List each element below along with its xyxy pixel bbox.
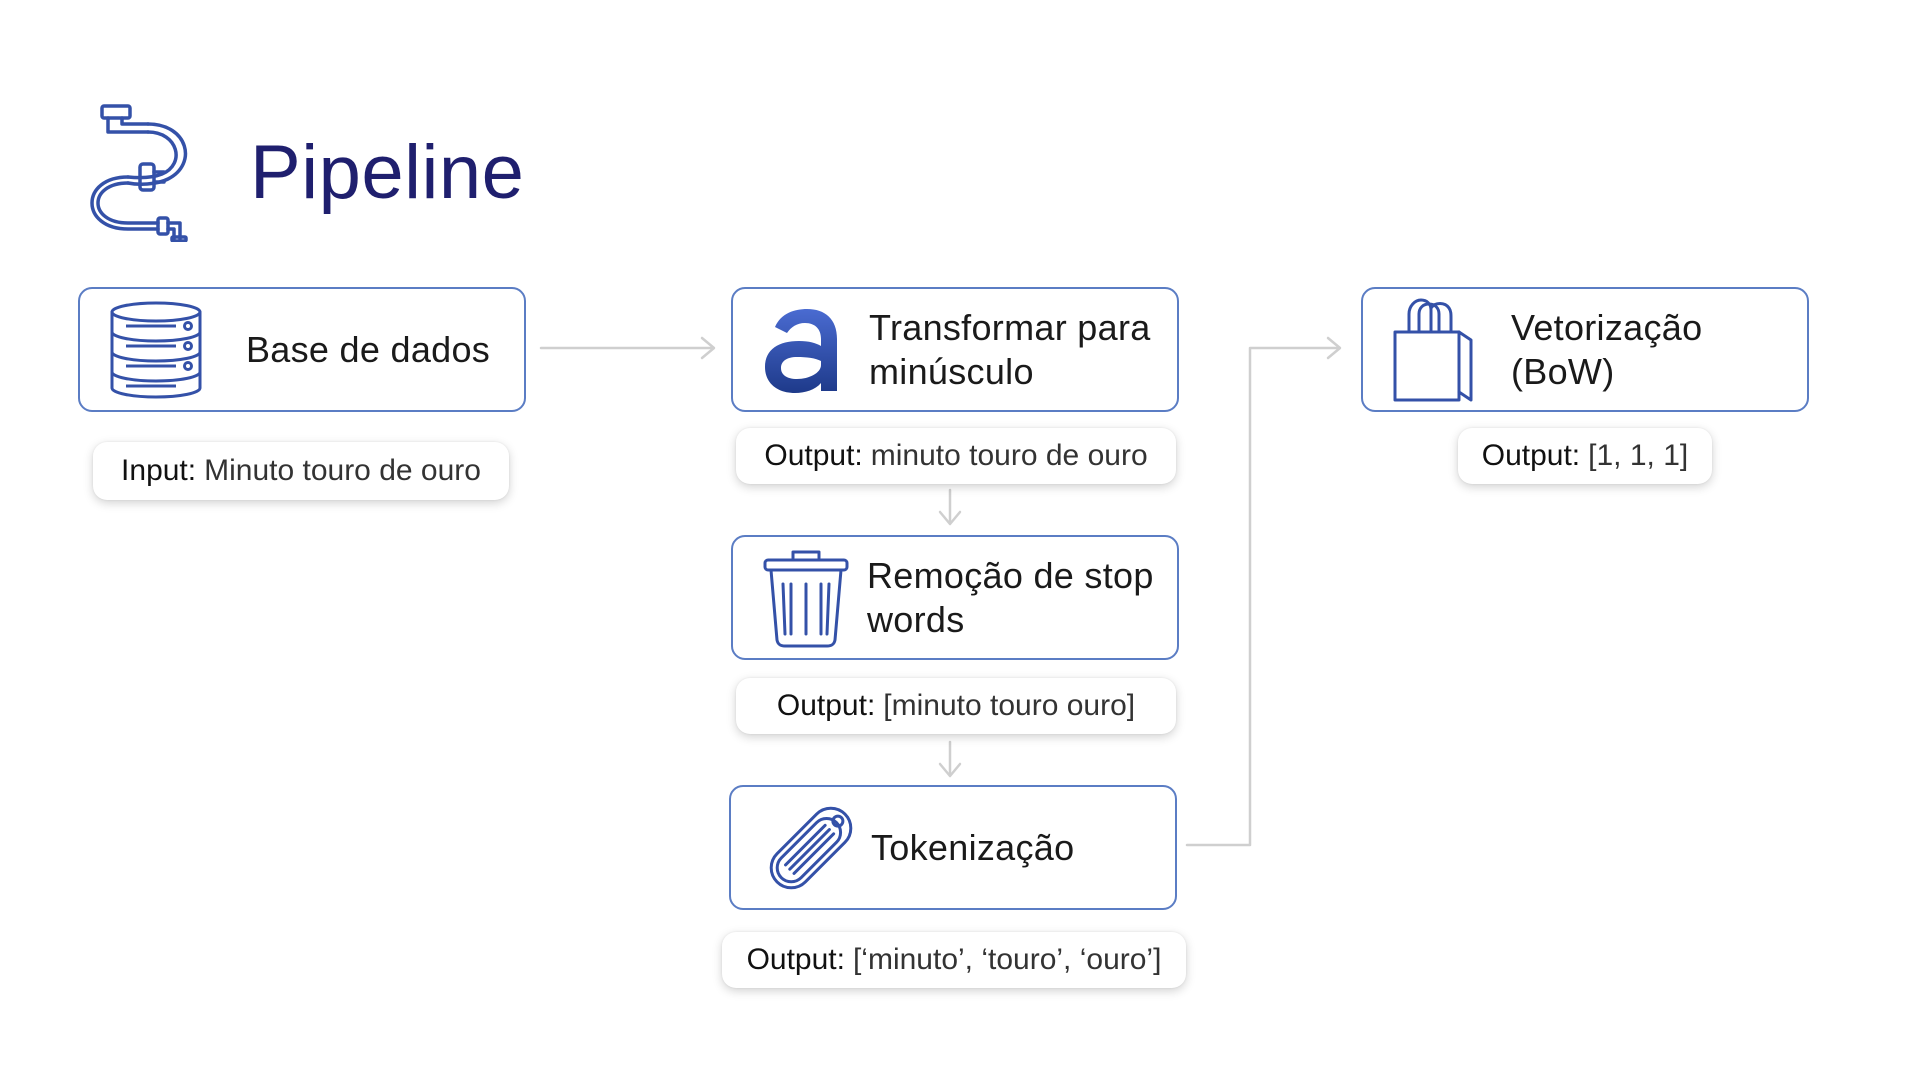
io-key: Output: <box>1481 439 1581 472</box>
io-key: Output: <box>764 439 863 472</box>
io-pill-input: Input: Minuto touro de ouro <box>93 442 509 500</box>
io-value: minuto touro de ouro <box>870 439 1148 472</box>
io-value: [1, 1, 1] <box>1588 439 1689 472</box>
step-label: Vetorização (BoW) <box>1511 306 1702 392</box>
io-pill-output-vetorizacao: Output: [1, 1, 1] <box>1458 428 1712 484</box>
io-pill-output-minusculo: Output: minuto touro de ouro <box>736 428 1176 484</box>
letter-a-icon <box>765 308 837 393</box>
step-label: Remoção de stop words <box>867 554 1154 640</box>
step-label-line: Transformar para <box>869 307 1151 349</box>
io-key: Output: <box>776 689 876 722</box>
step-card-vetorizacao[interactable]: Vetorização (BoW) <box>1361 287 1809 412</box>
io-value: [‘minuto’, ‘touro’, ‘ouro’] <box>852 943 1162 976</box>
step-card-tokenizacao[interactable]: Tokenização <box>729 785 1177 910</box>
trash-icon <box>763 550 849 647</box>
arrow-lower-to-stop <box>938 488 962 526</box>
io-value: Minuto touro de ouro <box>204 454 481 487</box>
io-pill-output-stop-words: Output: [minuto touro ouro] <box>736 678 1176 734</box>
io-pill-output-tokenizacao: Output: [‘minuto’, ‘touro’, ‘ouro’] <box>722 932 1186 988</box>
arrow-token-to-vector <box>1185 336 1342 847</box>
arrow-stop-to-token <box>938 740 962 778</box>
io-value: [minuto touro ouro] <box>883 689 1136 722</box>
step-label-line: Vetorização <box>1511 307 1703 349</box>
page-title: Pipeline <box>250 130 525 215</box>
step-card-stop-words[interactable]: Remoção de stop words <box>731 535 1179 660</box>
step-label-line: Remoção de stop <box>867 555 1154 597</box>
step-label-line: minúsculo <box>869 350 1034 392</box>
step-label: Transformar para minúsculo <box>869 306 1151 392</box>
tag-icon <box>769 806 853 889</box>
arrow-base-to-lower <box>539 336 716 360</box>
step-label-line: (BoW) <box>1511 350 1615 392</box>
step-label-line: words <box>867 598 965 640</box>
header: Pipeline <box>80 100 524 245</box>
step-label: Base de dados <box>246 328 491 370</box>
io-key: Output: <box>746 943 845 976</box>
bag-icon <box>1393 298 1473 401</box>
database-icon <box>110 301 202 399</box>
step-card-minusculo[interactable]: Transformar para minúsculo <box>731 287 1179 412</box>
step-label: Tokenização <box>871 826 1075 868</box>
pipe-icon <box>90 103 188 242</box>
step-card-base-de-dados[interactable]: Base de dados <box>78 287 526 412</box>
io-key: Input: <box>121 454 197 487</box>
